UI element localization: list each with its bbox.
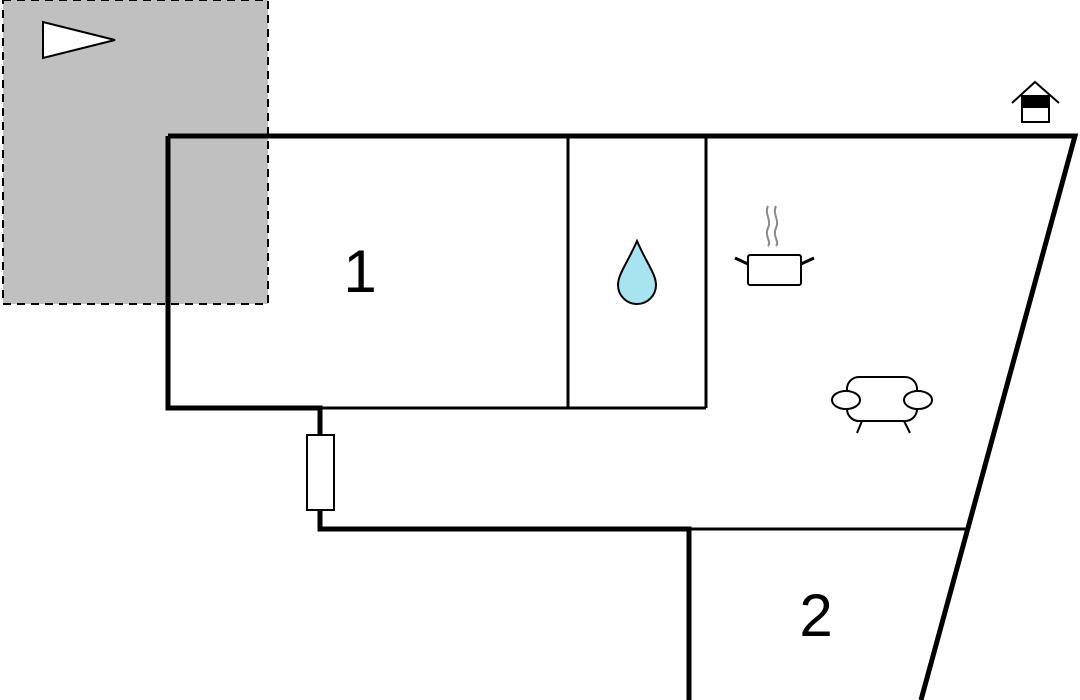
compass-arrow-icon xyxy=(42,20,116,60)
sofa-icon xyxy=(831,376,933,434)
room-2-label: 2 xyxy=(799,582,832,649)
building-walls xyxy=(165,133,1079,700)
door-icon xyxy=(306,434,335,511)
room-1-label: 1 xyxy=(343,238,376,305)
cooking-pot-icon xyxy=(734,205,815,286)
house-entrance-icon xyxy=(1011,80,1060,123)
water-drop-icon xyxy=(616,238,658,305)
